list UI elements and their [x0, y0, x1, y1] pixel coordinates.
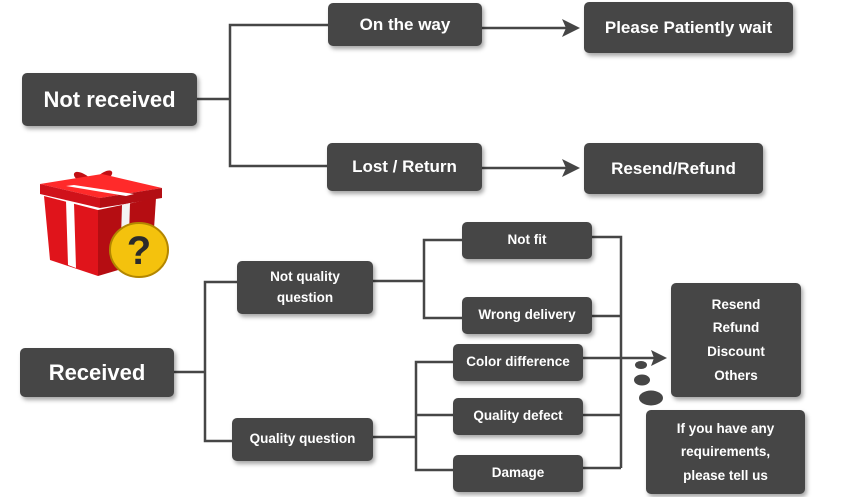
wrong-delivery-node: Wrong delivery	[462, 297, 592, 334]
question-mark-icon: ?	[109, 222, 169, 278]
solution-others: Others	[714, 367, 758, 383]
please-wait-label: Please Patiently wait	[604, 17, 773, 37]
color-difference-label: Color difference	[466, 354, 570, 370]
quality-question-node: Quality question	[232, 418, 373, 461]
solution-resend: Resend	[711, 296, 761, 312]
damage-node: Damage	[453, 455, 583, 492]
resend-refund-label: Resend/Refund	[611, 158, 736, 178]
color-difference-node: Color difference	[453, 344, 583, 381]
resend-refund-node: Resend/Refund	[584, 143, 763, 194]
requirements-line-2: requirements,	[680, 444, 771, 460]
requirements-line-3: please tell us	[683, 467, 768, 483]
quality-question-label: Quality question	[249, 431, 356, 447]
quality-defect-label: Quality defect	[473, 408, 563, 424]
received-label: Received	[48, 360, 146, 385]
requirements-line-1: If you have any	[676, 420, 775, 436]
damage-label: Damage	[491, 465, 545, 481]
not-fit-label: Not fit	[507, 232, 547, 248]
please-wait-node: Please Patiently wait	[584, 2, 793, 53]
not-received-label: Not received	[43, 87, 176, 112]
lost-return-node: Lost / Return	[327, 143, 482, 191]
not-quality-question-node: Not quality question	[237, 261, 373, 314]
not-fit-node: Not fit	[462, 222, 592, 259]
solution-refund: Refund	[712, 320, 760, 336]
solutions-node: Resend Refund Discount Others	[671, 283, 801, 397]
requirements-node: If you have any requirements, please tel…	[646, 410, 805, 494]
svg-text:?: ?	[127, 229, 151, 273]
received-node: Received	[20, 348, 174, 397]
solution-discount: Discount	[707, 344, 765, 359]
lost-return-label: Lost / Return	[352, 157, 457, 177]
wrong-delivery-label: Wrong delivery	[478, 307, 576, 323]
quality-defect-node: Quality defect	[453, 398, 583, 435]
on-the-way-label: On the way	[359, 14, 451, 34]
not-received-node: Not received	[22, 73, 197, 126]
not-quality-line-1: Not quality	[270, 269, 340, 285]
on-the-way-node: On the way	[328, 3, 482, 46]
not-quality-line-2: question	[276, 289, 334, 305]
